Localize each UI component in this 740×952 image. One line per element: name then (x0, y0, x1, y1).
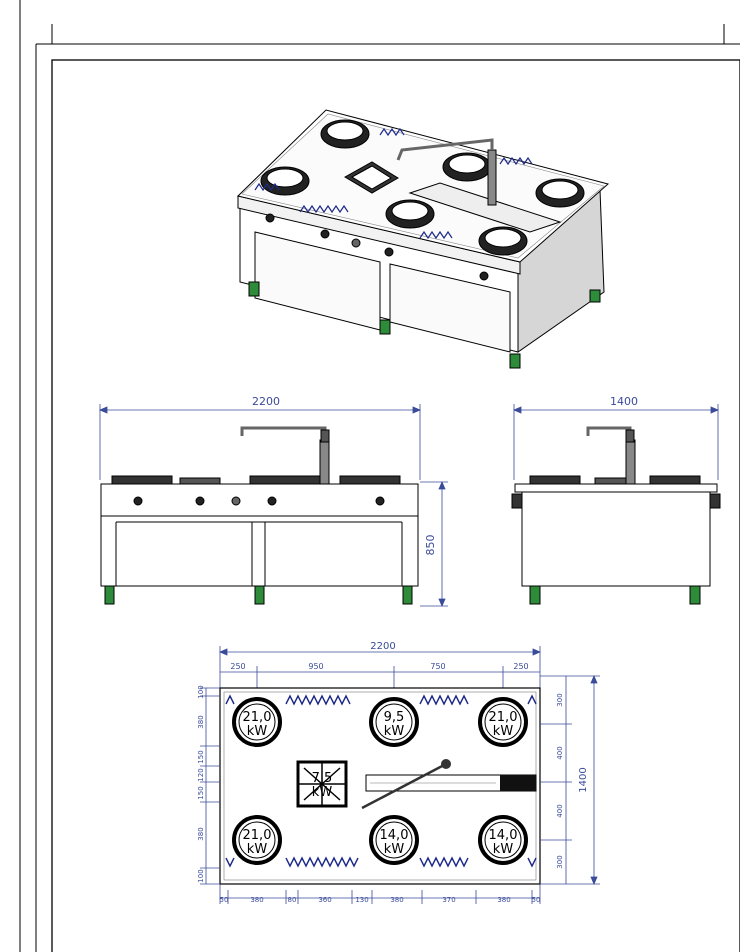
front-view: 2200 (98, 395, 448, 608)
dim-label: 950 (308, 662, 323, 671)
dim-label: 250 (230, 662, 245, 671)
front-height-dimension (420, 480, 448, 608)
burner-unit: kW (247, 724, 268, 739)
plan-top-dims: 250 950 750 250 (230, 662, 528, 671)
burner-unit: kW (247, 842, 268, 857)
burner-unit: kW (384, 724, 405, 739)
water-channel (361, 759, 537, 810)
dim-label: 50 (220, 896, 229, 904)
burner-power: 21,0 (243, 828, 272, 843)
plan-total-width-label: 2200 (370, 641, 395, 652)
burner-unit: kW (312, 785, 333, 800)
side-depth-dimension (512, 404, 720, 480)
plan-right-dimension (540, 674, 600, 886)
burner-top-right: 21,0 kW (478, 697, 528, 747)
dim-label: 360 (318, 896, 331, 904)
burner-unit: kW (493, 842, 514, 857)
burner-power: 21,0 (243, 710, 272, 725)
burner-bottom-left: 21,0 kW (232, 815, 282, 865)
dim-label: 400 (556, 804, 564, 817)
dim-label: 300 (556, 855, 564, 868)
plan-right-total-label: 1400 (578, 767, 589, 792)
dim-label: 100 (197, 869, 205, 882)
dim-label: 150 (197, 750, 205, 763)
plan-left-dims: 100 380 150 120 150 380 100 (197, 685, 205, 882)
plan-bottom-dims: 50 380 80 360 130 380 370 380 50 (220, 896, 541, 904)
burner-power: 7,5 (312, 771, 333, 786)
dim-label: 380 (197, 715, 205, 728)
dim-label: 370 (442, 896, 455, 904)
plan-bottom-dimension (219, 884, 541, 904)
front-width-label: 2200 (252, 395, 280, 408)
flame-row-bottom (225, 856, 537, 868)
dim-label: 80 (288, 896, 297, 904)
plan-total-width-dimension (218, 646, 542, 690)
dim-label: 380 (197, 827, 205, 840)
burner-power: 21,0 (489, 710, 518, 725)
burner-power: 9,5 (384, 710, 405, 725)
dim-label: 100 (197, 685, 205, 698)
burner-bottom-right: 14,0 kW (478, 815, 528, 865)
side-view: 1400 (511, 395, 721, 605)
dim-label: 50 (532, 896, 541, 904)
burner-square-center-left: 7,5 kW (296, 760, 348, 808)
dim-label: 130 (355, 896, 368, 904)
dim-label: 750 (430, 662, 445, 671)
dim-label: 380 (250, 896, 263, 904)
dim-label: 250 (513, 662, 528, 671)
plan-view: 2200 250 950 750 250 21,0 kW 9,5 kW (197, 641, 600, 904)
burner-unit: kW (493, 724, 514, 739)
dim-label: 400 (556, 746, 564, 759)
dim-label: 380 (497, 896, 510, 904)
flame-row-top (225, 694, 537, 706)
dim-label: 120 (197, 768, 205, 781)
front-height-label: 850 (424, 535, 437, 556)
side-depth-label: 1400 (610, 395, 638, 408)
burner-top-left: 21,0 kW (232, 697, 282, 747)
plan-left-dimension (200, 687, 220, 885)
burner-top-center: 9,5 kW (369, 697, 419, 747)
burner-power: 14,0 (489, 828, 518, 843)
plan-right-dims: 300 400 400 300 (556, 693, 564, 868)
burner-bottom-center: 14,0 kW (369, 815, 419, 865)
front-width-dimension (98, 404, 422, 480)
drawing-frame (19, 0, 740, 952)
burner-power: 14,0 (380, 828, 409, 843)
dim-label: 300 (556, 693, 564, 706)
burner-unit: kW (384, 842, 405, 857)
dim-label: 380 (390, 896, 403, 904)
isometric-view (236, 109, 610, 369)
dim-label: 150 (197, 786, 205, 799)
